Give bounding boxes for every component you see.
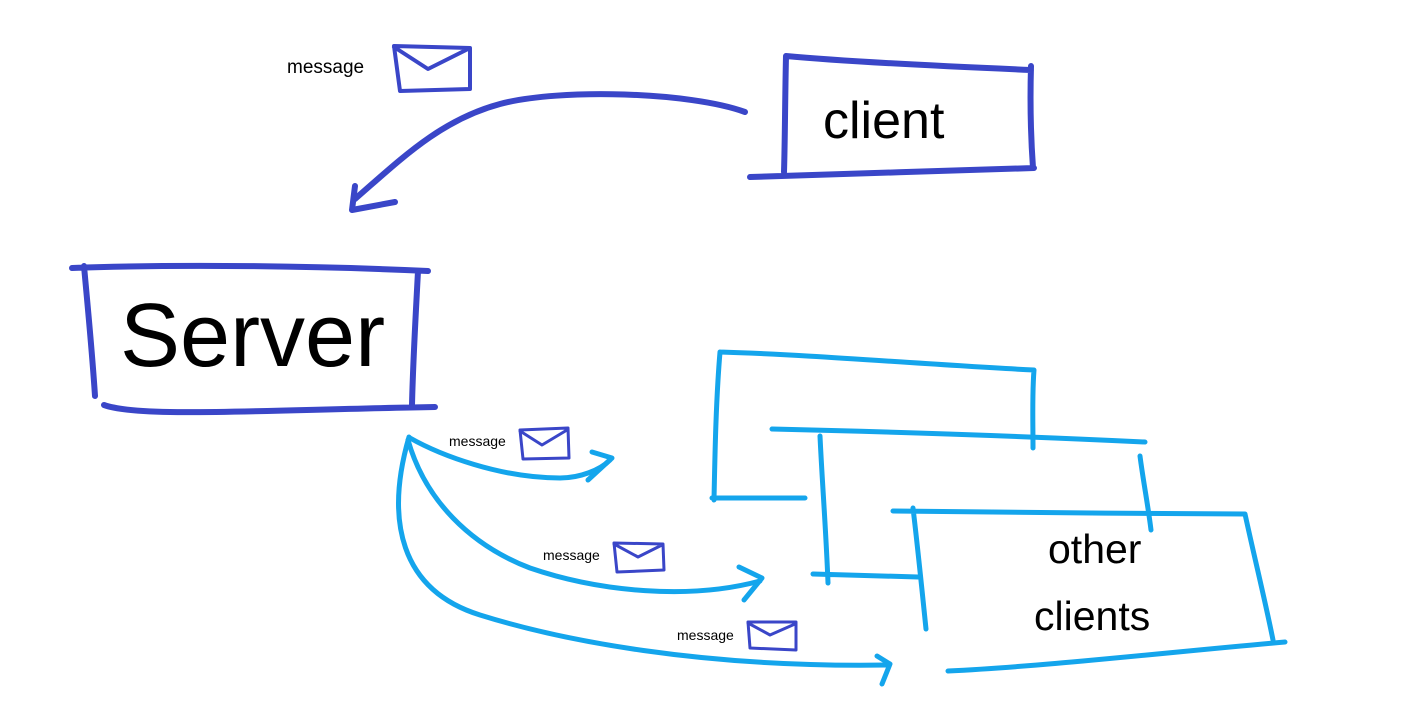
arrowhead — [585, 449, 615, 483]
client-label: client — [823, 92, 945, 150]
arrowhead — [874, 653, 893, 687]
envelope-icon — [518, 426, 571, 461]
outgoing-message-3: message — [677, 620, 798, 652]
outgoing-arrow-3 — [396, 434, 891, 668]
arrowhead — [349, 183, 398, 213]
other-clients-label-line1: other — [1048, 526, 1141, 572]
other-clients-label-line2: clients — [1034, 593, 1150, 639]
server-label: Server — [120, 286, 385, 386]
front-client-box — [890, 505, 1288, 674]
envelope-icon — [612, 541, 666, 574]
other-clients-node: other clients — [709, 349, 1288, 674]
outgoing-arrow-2 — [405, 437, 763, 595]
arrowhead — [736, 564, 765, 603]
outgoing-message-2-label: message — [543, 547, 600, 563]
incoming-message: message — [287, 44, 472, 93]
outgoing-arrow-1 — [407, 435, 613, 481]
outgoing-message-1: message — [449, 426, 571, 461]
client-box — [747, 53, 1037, 180]
incoming-message-label: message — [287, 57, 364, 78]
middle-client-box — [769, 426, 1154, 586]
client-node: client — [747, 53, 1037, 180]
back-client-box — [709, 349, 1037, 503]
outgoing-message-2: message — [543, 541, 666, 574]
client-to-server-arrow — [349, 91, 748, 213]
server-box — [69, 262, 438, 416]
envelope-icon — [746, 620, 798, 652]
outgoing-message-1-label: message — [449, 433, 506, 449]
server-node: Server — [69, 262, 438, 416]
outgoing-message-3-label: message — [677, 627, 734, 643]
server-to-clients-arrows — [396, 434, 893, 687]
envelope-icon — [392, 44, 472, 93]
